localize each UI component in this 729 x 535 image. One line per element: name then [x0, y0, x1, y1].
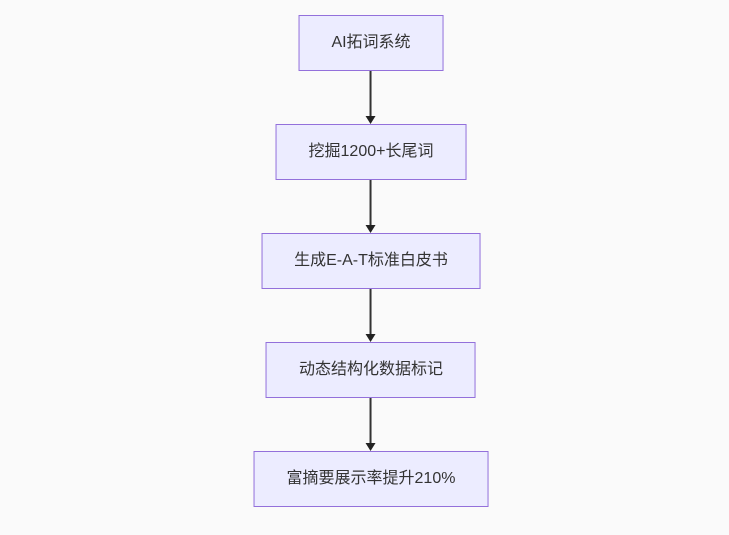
- flow-node-ai-word-system: AI拓词系统: [298, 15, 444, 71]
- arrow-line: [370, 289, 372, 334]
- arrowhead-down-icon: [366, 334, 376, 342]
- flow-node-label: AI拓词系统: [331, 34, 411, 52]
- flow-node-longtail-mining: 挖掘1200+长尾词: [275, 124, 467, 180]
- flow-node-label: 富摘要展示率提升210%: [286, 470, 456, 488]
- flow-node-label: 生成E-A-T标准白皮书: [294, 252, 448, 270]
- flow-node-label: 挖掘1200+长尾词: [308, 143, 434, 161]
- flow-node-label: 动态结构化数据标记: [298, 361, 443, 379]
- arrow-line: [370, 398, 372, 443]
- arrow-connector: [364, 180, 378, 233]
- flow-node-structured-data: 动态结构化数据标记: [265, 342, 476, 398]
- flow-node-eat-whitepaper: 生成E-A-T标准白皮书: [261, 233, 481, 289]
- arrow-connector: [364, 398, 378, 451]
- flow-node-rich-snippet-result: 富摘要展示率提升210%: [253, 451, 489, 507]
- arrow-line: [370, 71, 372, 116]
- arrowhead-down-icon: [366, 443, 376, 451]
- arrowhead-down-icon: [366, 225, 376, 233]
- flowchart: AI拓词系统 挖掘1200+长尾词 生成E-A-T标准白皮书 动态结构化数据标记: [253, 15, 489, 507]
- arrow-connector: [364, 289, 378, 342]
- arrow-line: [370, 180, 372, 225]
- arrow-connector: [364, 71, 378, 124]
- arrowhead-down-icon: [366, 116, 376, 124]
